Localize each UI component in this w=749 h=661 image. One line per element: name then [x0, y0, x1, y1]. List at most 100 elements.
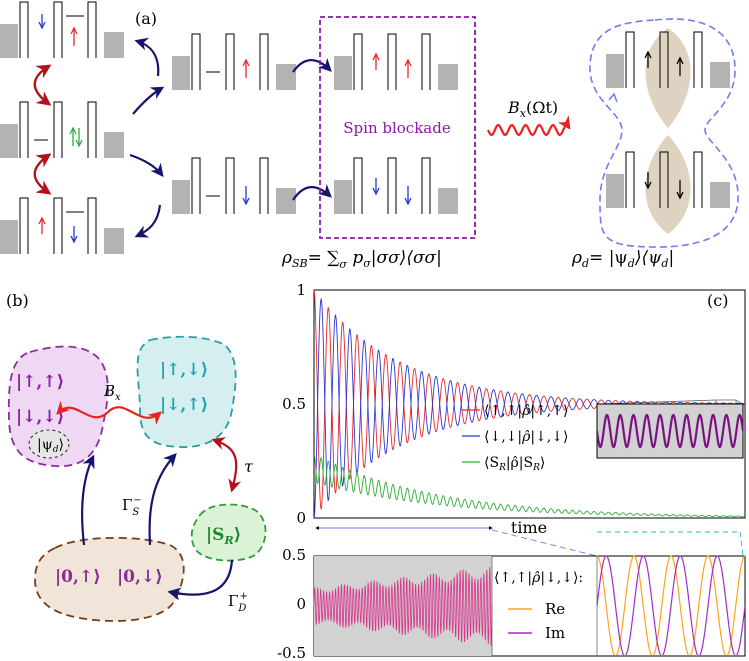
state-up-down: |↑,↓⟩: [160, 360, 208, 380]
y-tick-label: 0: [296, 509, 306, 527]
tunnel-barrier: [53, 101, 63, 158]
lead-reservoir: [606, 174, 624, 208]
tunnel-arrow: [129, 153, 164, 178]
tunnel-arrow: [292, 184, 332, 201]
inset-series-line: [597, 413, 743, 449]
rho-sb-formula: ρSB= ∑σ pσ|σσ⟩⟨σσ|: [281, 248, 442, 271]
gamma-d-arrow: [167, 559, 234, 601]
tunnel-barrier: [625, 31, 635, 88]
tunnel-arrow: [292, 57, 332, 73]
rho-d-formula: ρd= |ψd⟩⟨ψd|: [571, 248, 674, 270]
lead-reservoir: [606, 54, 624, 88]
coherence-title: ⟨↑,↑|ρ̂|↓,↓⟩:: [494, 570, 583, 586]
spin-arrow-head-icon: [242, 58, 250, 67]
spin-arrow-head-icon: [644, 50, 652, 59]
tunnel-barrier: [225, 157, 235, 214]
tunnel-barrier: [19, 101, 29, 158]
tunnel-barrier: [353, 33, 363, 90]
y-tick-label: 0.5: [282, 546, 306, 564]
series-line-im: [597, 555, 745, 655]
gamma-s-arrow: [81, 454, 95, 546]
tau-label: τ: [244, 457, 254, 476]
spin-arrow-head-icon: [372, 187, 380, 196]
tunnel-barrier: [259, 33, 269, 90]
transition-arrow: [33, 64, 52, 106]
drive-label: Bx(Ωt): [507, 98, 558, 120]
bx-coupling-arrow: [56, 400, 163, 425]
tunnel-barrier: [659, 151, 669, 208]
y-tick-label: 0.5: [282, 395, 306, 413]
lead-reservoir: [172, 180, 190, 214]
zoom-guide: [735, 399, 744, 405]
double-dot-diagram: [0, 101, 124, 158]
tunnel-barrier: [87, 101, 97, 158]
tunnel-barrier: [19, 1, 29, 58]
dark-state-label: |ψd⟩: [37, 437, 64, 455]
gamma-s-arrow: [148, 453, 177, 546]
main-plot-frame: [313, 289, 746, 519]
tunnel-barrier: [53, 197, 63, 254]
tunnel-barrier: [259, 157, 269, 214]
panel-label-b: (b): [6, 291, 29, 310]
tunnel-barrier: [659, 31, 669, 88]
tunnel-barrier: [191, 33, 201, 90]
spin-arrow-head-icon: [644, 181, 652, 190]
tunnel-arrow: [132, 86, 165, 115]
singlet-state-label: |SR⟩: [206, 525, 241, 547]
tau-coupling-arrow: [211, 437, 242, 493]
lead-reservoir: [438, 188, 458, 214]
lead-reservoir: [334, 180, 352, 214]
series-line-up-up: [314, 290, 745, 511]
cloud-direction-icon: [608, 92, 618, 103]
tunnel-barrier: [87, 197, 97, 254]
tunnel-barrier: [53, 1, 63, 58]
mixed-state-blob: [136, 335, 237, 448]
panel-label-c: (c): [707, 291, 728, 310]
tunnel-barrier: [421, 157, 431, 214]
tunnel-barrier: [353, 157, 363, 214]
panel-b: (b) |↑,↑⟩ |↓,↓⟩ |ψd⟩ |↑,↓⟩ |↓,↑⟩ |SR⟩ |0…: [6, 291, 267, 622]
legend-label-singlet: ⟨SR|ρ̂|SR⟩: [484, 455, 545, 473]
tunnel-barrier: [693, 151, 703, 208]
lead-reservoir: [0, 220, 18, 254]
double-dot-diagram: [606, 151, 730, 208]
legend-label-up-up: ⟨↑,↑|ρ̂|↑,↑⟩: [484, 403, 568, 419]
gamma-s-label: ΓS−: [122, 495, 142, 518]
tunnel-barrier: [625, 151, 635, 208]
panel-c: (c) 1 0.5 0 time ⟨↑,↑|ρ̂|↑,↑⟩ ⟨↓,↓|ρ̂|↓,…: [277, 281, 746, 661]
spin-blockade-box: [319, 16, 476, 239]
spin-arrow-head-icon: [70, 235, 78, 244]
spin-arrow-head-icon: [70, 26, 78, 35]
tunnel-barrier: [225, 33, 235, 90]
window-guide: [739, 531, 744, 557]
spin-arrow-head-icon: [69, 126, 77, 135]
spin-arrow-head-icon: [676, 191, 684, 200]
tunnel-barrier: [87, 1, 97, 58]
tunnel-barrier: [421, 33, 431, 90]
state-up-up: |↑,↑⟩: [16, 372, 64, 392]
double-dot-diagram: [606, 31, 730, 88]
lead-reservoir: [0, 24, 18, 58]
lead-reservoir: [276, 188, 296, 214]
double-dot-diagram: [172, 33, 296, 90]
spin-arrow-head-icon: [38, 216, 46, 225]
lead-reservoir: [0, 124, 18, 158]
double-dot-diagram: [0, 1, 124, 58]
double-dot-diagram: [334, 157, 458, 214]
double-dot-diagram: [172, 157, 296, 214]
window-guide: [491, 529, 598, 557]
double-dot-diagram: [334, 33, 458, 90]
lead-reservoir: [172, 56, 190, 90]
tunnel-barrier: [693, 31, 703, 88]
legend-label-re: Re: [545, 600, 565, 618]
tunnel-barrier: [387, 157, 397, 214]
y-tick-label: 1: [296, 281, 306, 299]
lead-reservoir: [104, 132, 124, 158]
bx-label: Bx: [103, 382, 121, 403]
legend: ⟨↑,↑|ρ̂|↑,↑⟩ ⟨↓,↓|ρ̂|↓,↓⟩ ⟨SR|ρ̂|SR⟩: [462, 403, 568, 473]
lead-reservoir: [710, 182, 730, 208]
singlet-state-blob: [190, 503, 267, 562]
legend-label-down-down: ⟨↓,↓|ρ̂|↓,↓⟩: [484, 429, 568, 445]
coherence-series-line: [313, 566, 493, 646]
